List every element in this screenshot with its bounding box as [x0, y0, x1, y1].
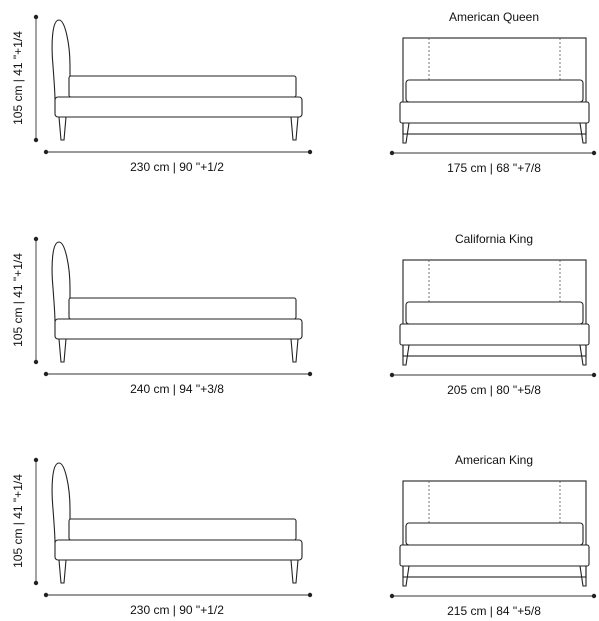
bed-base-side [54, 318, 303, 340]
dimension-endpoint [33, 236, 39, 242]
bed-size-title: American King [455, 453, 533, 467]
mattress-front [405, 301, 584, 325]
bed-base-front [399, 544, 590, 567]
headboard-side [51, 19, 71, 101]
width-label: 205 cm | 80 "+5/8 [447, 383, 541, 397]
width-label: 175 cm | 68 "+7/8 [447, 161, 541, 175]
dimension-endpoint [33, 14, 39, 20]
height-label: 105 cm | 41 "+1/4 [11, 253, 25, 347]
length-label: 240 cm | 94 "+3/8 [130, 382, 224, 396]
side-view-2: 105 cm | 41 "+1/4 240 cm | 94 "+3/8 [11, 236, 313, 396]
side-view-3: 105 cm | 41 "+1/4 230 cm | 90 "+1/2 [11, 457, 313, 617]
mattress-side [68, 518, 297, 541]
front-view-1: American Queen 175 cm | 68 "+7/8 [389, 10, 597, 175]
dimension-endpoint [33, 137, 39, 143]
height-label: 105 cm | 41 "+1/4 [11, 474, 25, 568]
bed-leg [290, 559, 299, 584]
front-view-3: American King 215 cm | 84 "+5/8 [389, 453, 597, 618]
height-label: 105 cm | 41 "+1/4 [11, 31, 25, 125]
bed-leg [579, 565, 587, 587]
bed-leg [58, 116, 67, 141]
row-1: 105 cm | 41 "+1/4 230 cm | 90 "+1/2 Amer… [11, 10, 597, 175]
mattress-side [68, 297, 297, 320]
dimension-endpoint [33, 359, 39, 365]
headboard-side [51, 241, 71, 323]
bed-leg [290, 338, 299, 363]
dimension-endpoint [389, 593, 395, 599]
bed-size-title: California King [455, 232, 533, 246]
dimension-endpoint [591, 150, 597, 156]
row-3: 105 cm | 41 "+1/4 230 cm | 90 "+1/2 Amer… [11, 453, 597, 618]
dimension-endpoint [591, 372, 597, 378]
mattress-front [405, 79, 584, 103]
bed-leg [402, 122, 410, 144]
bed-leg [579, 344, 587, 366]
dimension-endpoint [43, 371, 49, 377]
mattress-front [405, 522, 584, 546]
length-label: 230 cm | 90 "+1/2 [130, 603, 224, 617]
dimension-endpoint [389, 150, 395, 156]
dimension-endpoint [307, 149, 313, 155]
bed-base-side [54, 539, 303, 561]
row-2: 105 cm | 41 "+1/4 240 cm | 94 "+3/8 Cali… [11, 232, 597, 397]
bed-leg [402, 344, 410, 366]
dimension-endpoint [591, 593, 597, 599]
bed-leg [58, 338, 67, 363]
bed-leg [579, 122, 587, 144]
front-view-2: California King 205 cm | 80 "+5/8 [389, 232, 597, 397]
mattress-side [68, 75, 297, 98]
headboard-side [51, 462, 71, 544]
dimension-endpoint [43, 149, 49, 155]
bed-base-front [399, 323, 590, 346]
bed-base-side [54, 96, 303, 118]
bed-base-front [399, 101, 590, 124]
bed-size-title: American Queen [449, 10, 539, 24]
dimension-endpoint [307, 371, 313, 377]
dimension-endpoint [33, 457, 39, 463]
bed-leg [58, 559, 67, 584]
bed-leg [402, 565, 410, 587]
dimension-endpoint [307, 592, 313, 598]
width-label: 215 cm | 84 "+5/8 [447, 604, 541, 618]
dimension-endpoint [33, 580, 39, 586]
bed-leg [290, 116, 299, 141]
dimension-endpoint [43, 592, 49, 598]
length-label: 230 cm | 90 "+1/2 [130, 160, 224, 174]
dimension-endpoint [389, 372, 395, 378]
side-view-1: 105 cm | 41 "+1/4 230 cm | 90 "+1/2 [11, 14, 313, 174]
